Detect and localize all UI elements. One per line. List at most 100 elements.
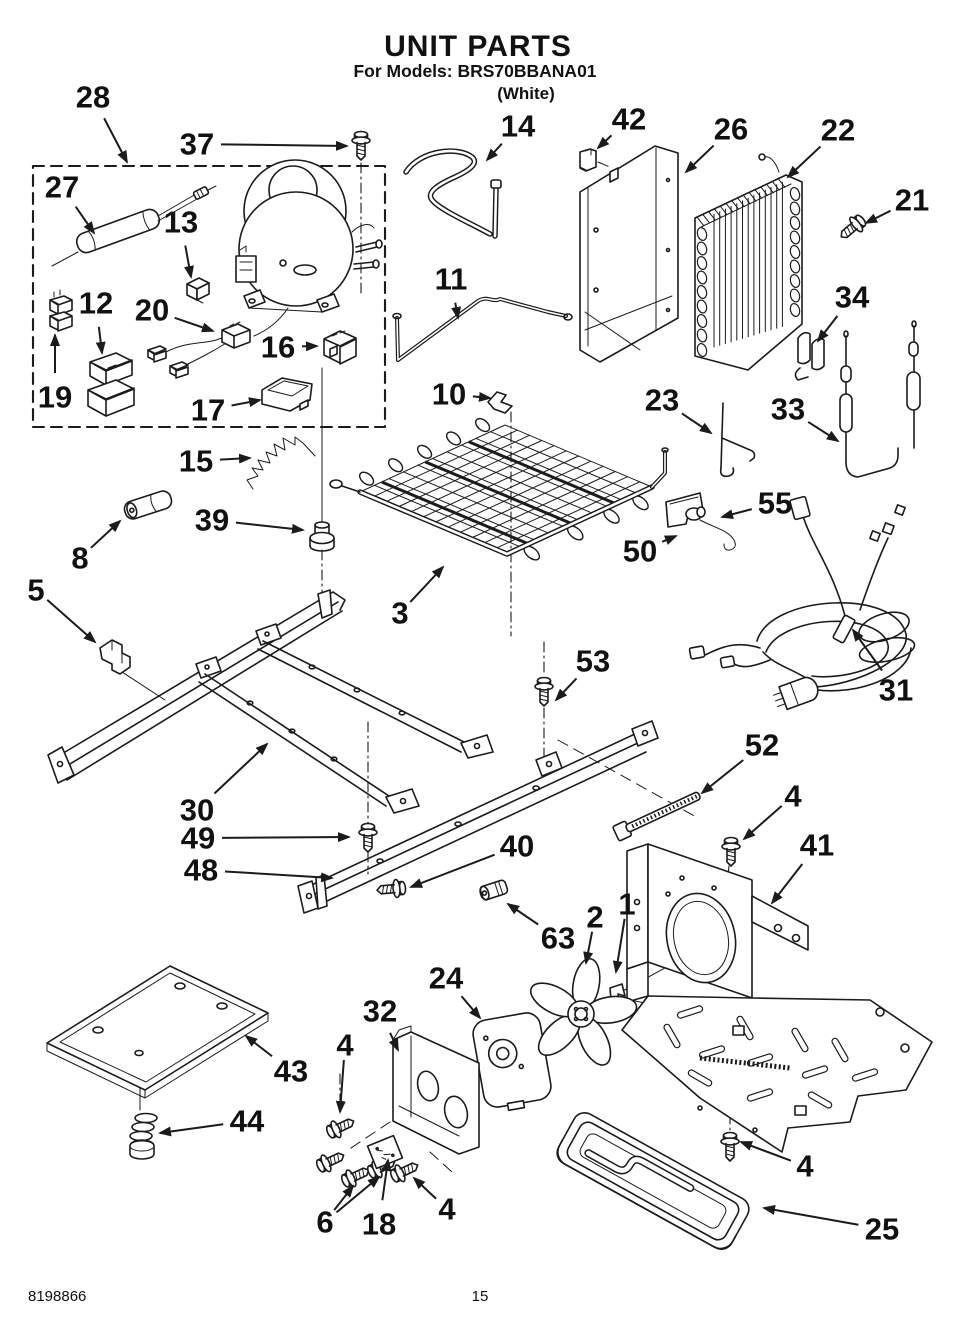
part-16-relay (323, 330, 357, 365)
part-14-tube (403, 148, 502, 239)
callout-arrow-10 (472, 391, 492, 402)
callout-arrow-3 (409, 565, 445, 603)
callout-10: 10 (432, 377, 466, 412)
callout-arrow-2 (583, 931, 594, 965)
callout-arrow-41 (770, 863, 804, 905)
part-31-wiring-harness (688, 495, 916, 711)
part-52-cable-tie (612, 791, 701, 842)
callout-25: 25 (865, 1212, 899, 1247)
part-34-bracket (794, 331, 825, 381)
callout-arrow-4 (742, 805, 783, 841)
callout-arrow-30 (213, 742, 269, 795)
callout-arrow-40 (409, 853, 495, 888)
part-19-connector (49, 289, 73, 332)
part-8-roller (123, 490, 173, 520)
callout-arrow-20 (174, 316, 215, 333)
callout-arrow-4 (739, 1141, 792, 1162)
callout-arrow-31 (851, 628, 883, 672)
callout-42: 42 (612, 102, 646, 137)
callout-arrow-24 (460, 995, 482, 1020)
part-44-spring-grommet (129, 1112, 158, 1160)
part-41-fan-shroud (621, 843, 933, 1153)
callout-30: 30 (180, 793, 214, 828)
callout-21: 21 (895, 183, 929, 218)
callout-37: 37 (180, 127, 214, 162)
part-39-grommet (309, 521, 335, 552)
document-number: 8198866 (28, 1288, 87, 1305)
callout-arrow-13 (184, 245, 194, 279)
callout-arrow-55 (720, 508, 753, 520)
part-49-screw (358, 822, 378, 853)
callout-48: 48 (184, 853, 218, 888)
callout-44: 44 (230, 1104, 265, 1139)
part-33-drier-tubes (839, 320, 921, 478)
part-18-label-plate (366, 1134, 404, 1170)
callout-arrow-33 (807, 421, 840, 443)
part-12-relay (87, 352, 135, 417)
callout-20: 20 (135, 293, 169, 328)
part-10-clip (487, 391, 513, 414)
part-48-rail (297, 720, 659, 914)
callout-arrow-34 (816, 315, 839, 343)
callout-arrow-50 (661, 535, 678, 545)
callout-arrow-39 (235, 521, 305, 534)
callout-arrow-1 (612, 918, 626, 974)
callout-arrow-4 (412, 1176, 437, 1200)
callout-39: 39 (195, 503, 229, 538)
callout-19: 19 (38, 380, 72, 415)
callout-arrow-6 (335, 1175, 381, 1214)
part-4-screw-left (323, 1112, 359, 1143)
part-4-screw-pan (720, 1131, 740, 1162)
part-42-clip (579, 148, 613, 172)
callout-53: 53 (576, 644, 610, 679)
callout-arrow-11 (451, 302, 461, 320)
callout-arrow-26 (684, 144, 715, 174)
page-title: UNIT PARTS (384, 30, 572, 63)
callout-6: 6 (316, 1205, 333, 1240)
callout-arrow-14 (485, 143, 503, 162)
callout-arrow-5 (46, 599, 97, 644)
part-20-wire-harness (147, 307, 289, 379)
callout-arrow-63 (506, 902, 539, 926)
callout-4: 4 (784, 779, 802, 814)
callout-28: 28 (76, 80, 110, 115)
callout-arrow-27 (74, 206, 96, 235)
callout-3: 3 (391, 596, 408, 631)
callout-arrow-15 (219, 453, 252, 464)
callout-34: 34 (835, 280, 870, 315)
callout-27: 27 (45, 170, 79, 205)
callout-arrow-17 (231, 397, 262, 407)
part-32-motor-bracket (392, 1025, 480, 1155)
callout-arrow-43 (244, 1034, 273, 1058)
models-subtitle: For Models: BRS70BBANA01 (353, 61, 597, 81)
callout-16: 16 (261, 330, 295, 365)
callout-arrow-23 (681, 412, 713, 435)
part-23-hook (719, 402, 756, 478)
callout-1: 1 (618, 887, 635, 922)
callout-2: 2 (586, 900, 603, 935)
part-22-condenser (694, 153, 803, 371)
part-55-thermostat (685, 506, 736, 551)
part-43-cover-panel (46, 965, 269, 1099)
compressor-assembly (235, 159, 383, 313)
callout-arrow-37 (220, 140, 349, 151)
callout-26: 26 (714, 112, 748, 147)
callout-15: 15 (179, 444, 213, 479)
part-37-screw (351, 130, 371, 161)
part-13-clip (186, 277, 210, 304)
callout-arrow-6 (333, 1184, 355, 1211)
callout-arrow-25 (762, 1205, 859, 1226)
part-6-screw-a (313, 1146, 349, 1177)
callout-arrow-12 (95, 326, 106, 355)
callout-arrow-18 (381, 1158, 392, 1201)
part-27-heater-tube (51, 185, 217, 267)
callout-43: 43 (274, 1054, 308, 1089)
callout-arrow-22 (786, 145, 822, 179)
callout-arrow-32 (388, 1032, 399, 1052)
color-subtitle: (White) (497, 84, 555, 103)
part-30-base-frame (47, 589, 494, 814)
callout-49: 49 (181, 821, 215, 856)
callout-arrow-53 (554, 677, 578, 702)
callout-arrow-4 (335, 1059, 346, 1114)
